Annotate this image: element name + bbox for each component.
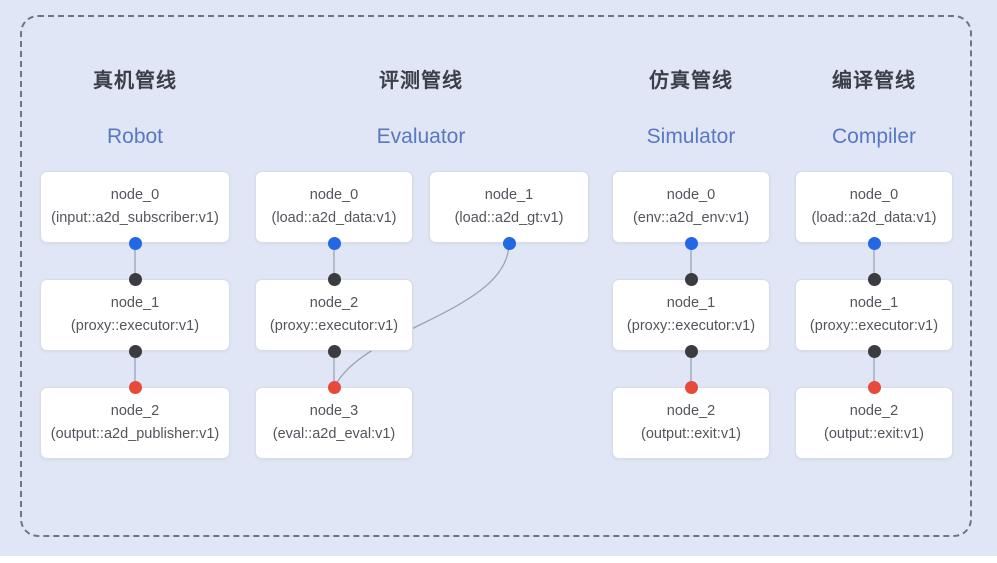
node-type: (proxy::executor:v1) [626, 318, 756, 334]
node-box-evaluator-node3: node_3 (eval::a2d_eval:v1) [255, 387, 413, 459]
node-box-evaluator-node2: node_2 (proxy::executor:v1) [255, 279, 413, 351]
node-box-evaluator-node1: node_1 (load::a2d_gt:v1) [429, 171, 589, 243]
port-black-dot [327, 272, 341, 286]
node-type: (output::a2d_publisher:v1) [50, 426, 220, 442]
node-box-compiler-node2: node_2 (output::exit:v1) [795, 387, 953, 459]
node-type: (eval::a2d_eval:v1) [272, 426, 396, 442]
port-red-dot [128, 381, 142, 394]
port-red-dot [867, 381, 881, 394]
node-box-simulator-node2: node_2 (output::exit:v1) [612, 387, 770, 459]
node-name: node_2 [666, 403, 716, 419]
pipeline-title-zh-simulator: 仿真管线 [649, 70, 733, 92]
port-black-dot [128, 272, 142, 286]
node-name: node_1 [110, 295, 160, 311]
pipeline-title-en-evaluator: Evaluator [376, 125, 466, 148]
node-box-robot-node2: node_2 (output::a2d_publisher:v1) [40, 387, 230, 459]
pipeline-title-zh-compiler: 编译管线 [832, 70, 916, 92]
dashed-frame [20, 15, 972, 537]
port-blue-dot [327, 236, 341, 250]
node-type: (proxy::executor:v1) [70, 318, 200, 334]
port-black-dot [867, 272, 881, 286]
node-type: (output::exit:v1) [641, 426, 741, 442]
node-box-compiler-node1: node_1 (proxy::executor:v1) [795, 279, 953, 351]
node-type: (proxy::executor:v1) [809, 318, 939, 334]
port-black-dot [684, 344, 698, 358]
pipeline-title-en-compiler: Compiler [831, 125, 917, 148]
node-name: node_1 [849, 295, 899, 311]
node-name: node_1 [666, 295, 716, 311]
pipeline-title-en-robot: Robot [106, 125, 164, 148]
node-type: (load::a2d_data:v1) [811, 210, 937, 226]
port-red-dot [327, 381, 341, 394]
port-blue-dot [128, 236, 142, 250]
port-blue-dot [867, 236, 881, 250]
node-type: (input::a2d_subscriber:v1) [51, 210, 219, 226]
node-name: node_3 [309, 403, 359, 419]
pipeline-title-zh-robot: 真机管线 [93, 70, 177, 92]
node-type: (proxy::executor:v1) [269, 318, 399, 334]
node-box-robot-node1: node_1 (proxy::executor:v1) [40, 279, 230, 351]
port-blue-dot [684, 236, 698, 250]
node-box-evaluator-node0: node_0 (load::a2d_data:v1) [255, 171, 413, 243]
port-black-dot [327, 344, 341, 358]
node-type: (env::a2d_env:v1) [632, 210, 750, 226]
node-box-compiler-node0: node_0 (load::a2d_data:v1) [795, 171, 953, 243]
node-name: node_0 [309, 187, 359, 203]
node-box-simulator-node1: node_1 (proxy::executor:v1) [612, 279, 770, 351]
node-type: (load::a2d_data:v1) [271, 210, 397, 226]
port-black-dot [867, 344, 881, 358]
node-name: node_1 [484, 187, 534, 203]
pipeline-title-en-simulator: Simulator [646, 125, 736, 148]
node-box-simulator-node0: node_0 (env::a2d_env:v1) [612, 171, 770, 243]
node-type: (output::exit:v1) [824, 426, 924, 442]
port-black-dot [128, 344, 142, 358]
port-black-dot [684, 272, 698, 286]
port-blue-dot [502, 236, 516, 250]
node-name: node_2 [849, 403, 899, 419]
port-red-dot [684, 381, 698, 394]
node-name: node_2 [110, 403, 160, 419]
node-name: node_2 [309, 295, 359, 311]
node-name: node_0 [849, 187, 899, 203]
node-type: (load::a2d_gt:v1) [454, 210, 564, 226]
node-name: node_0 [666, 187, 716, 203]
node-name: node_0 [110, 187, 160, 203]
pipeline-title-zh-evaluator: 评测管线 [379, 70, 463, 92]
node-box-robot-node0: node_0 (input::a2d_subscriber:v1) [40, 171, 230, 243]
